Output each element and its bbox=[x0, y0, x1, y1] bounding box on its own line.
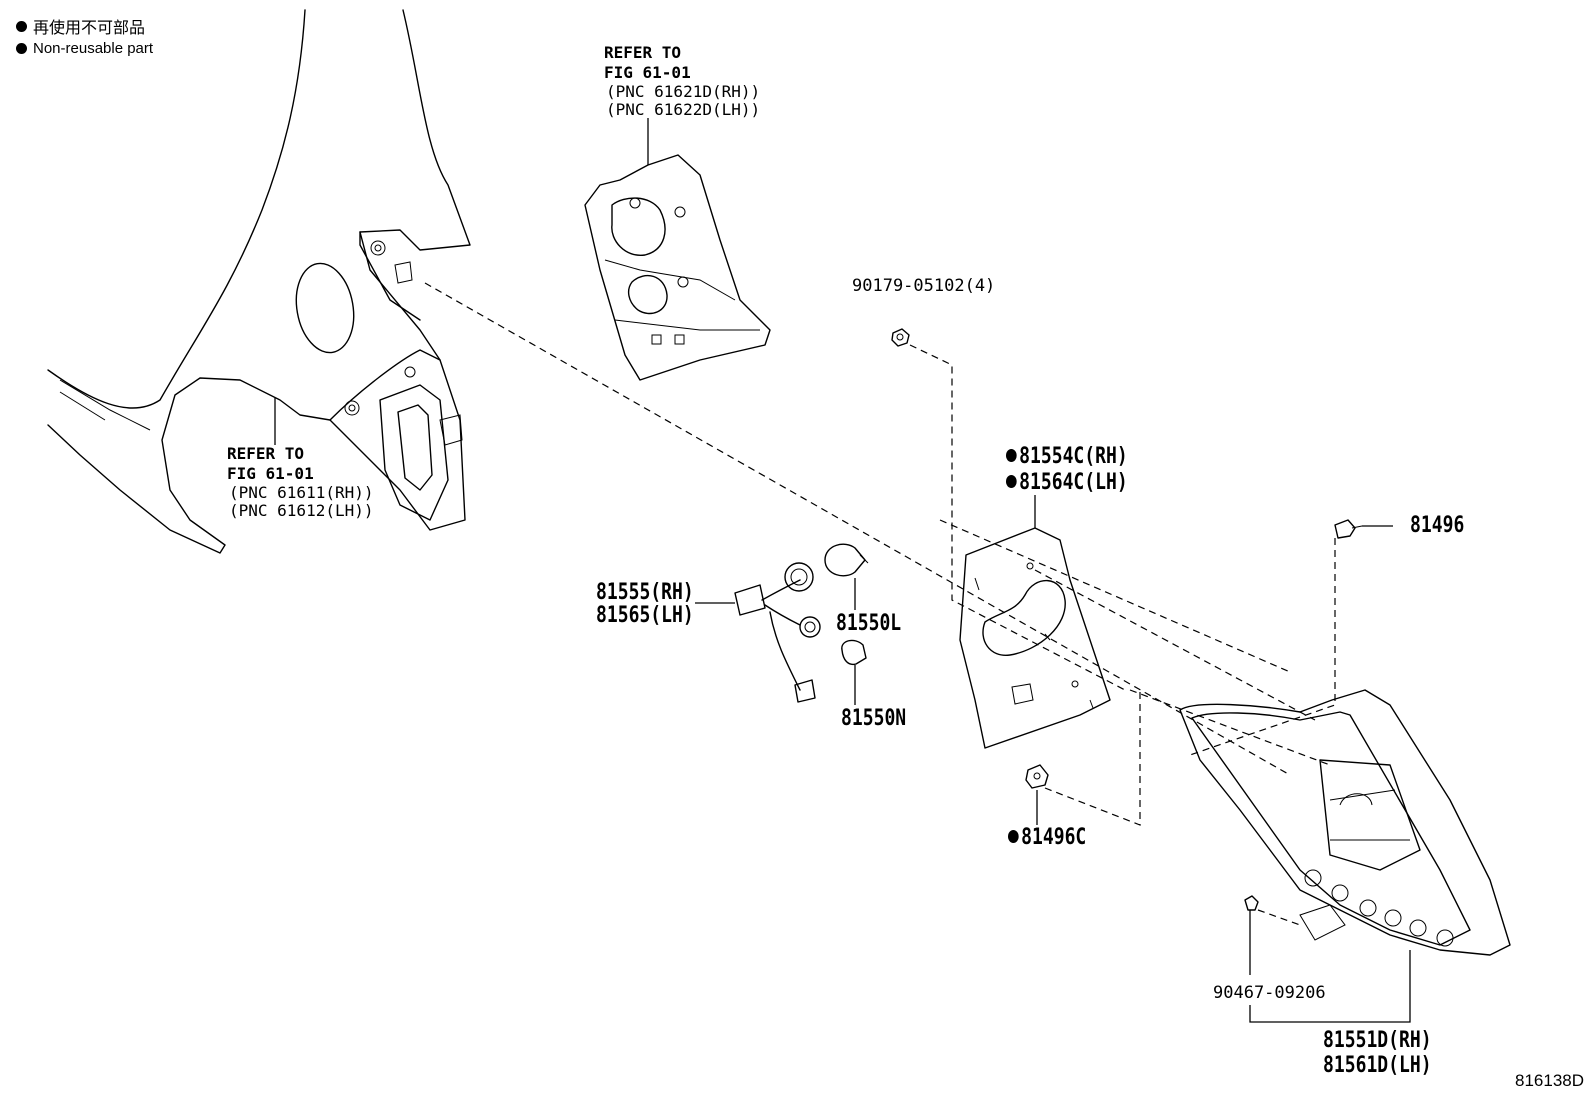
inner-panel-drawing bbox=[584, 154, 771, 381]
gasket-drawing bbox=[959, 527, 1111, 749]
non-reusable-icon bbox=[1006, 475, 1017, 488]
ref-lower-line4: (PNC 61612(LH)) bbox=[229, 501, 374, 520]
label-81554C: 81554C(RH) bbox=[1006, 446, 1128, 468]
ref-lower-line3: (PNC 61611(RH)) bbox=[229, 483, 374, 502]
label-81554C-text: 81554C(RH) bbox=[1019, 444, 1128, 469]
ref-upper-line4: (PNC 61622D(LH)) bbox=[606, 100, 761, 119]
label-81496: 81496 bbox=[1410, 513, 1465, 538]
ref-lower-line2: FIG 61-01 bbox=[227, 464, 314, 483]
label-81496C: 81496C bbox=[1008, 827, 1086, 849]
legend-japanese-text: 再使用不可部品 bbox=[33, 20, 146, 37]
label-81564C: 81564C(LH) bbox=[1006, 472, 1128, 494]
legend-english-text: Non-reusable part bbox=[33, 40, 154, 57]
label-81550N: 81550N bbox=[841, 706, 907, 731]
non-reusable-icon bbox=[1008, 830, 1019, 843]
leader-lines bbox=[274, 118, 1411, 1023]
bulb-81550L-drawing bbox=[824, 543, 869, 577]
non-reusable-icon bbox=[1006, 449, 1017, 462]
screw-90467-drawing bbox=[1244, 895, 1259, 911]
label-81555: 81555(RH) bbox=[596, 580, 694, 605]
ref-upper-line2: FIG 61-01 bbox=[604, 63, 691, 82]
ref-upper-line3: (PNC 61621D(RH)) bbox=[606, 82, 761, 101]
clip-81496C-drawing bbox=[1025, 764, 1049, 789]
assembly-dash-lines bbox=[424, 282, 1336, 926]
bulb-81550N-drawing bbox=[841, 639, 867, 666]
label-81564C-text: 81564C(LH) bbox=[1019, 470, 1128, 495]
socket-wire-drawing bbox=[734, 562, 821, 703]
clip-81496-drawing bbox=[1334, 519, 1363, 539]
figure-id: 816138D bbox=[1515, 1071, 1585, 1090]
ref-upper-line1: REFER TO bbox=[604, 43, 682, 62]
label-81496C-text: 81496C bbox=[1021, 825, 1087, 850]
label-81551D: 81551D(RH) bbox=[1323, 1028, 1432, 1053]
legend-japanese: 再使用不可部品 bbox=[16, 14, 145, 38]
bullet-icon bbox=[16, 20, 27, 32]
quarter-panel-drawing bbox=[47, 9, 471, 554]
tail-lamp-drawing bbox=[1179, 689, 1511, 956]
bullet-icon bbox=[16, 43, 27, 54]
label-90179: 90179-05102(4) bbox=[852, 276, 996, 296]
screw-90179-drawing bbox=[891, 328, 910, 347]
label-81550L: 81550L bbox=[836, 611, 902, 636]
label-81561D: 81561D(LH) bbox=[1323, 1053, 1432, 1078]
label-90467: 90467-09206 bbox=[1213, 983, 1326, 1003]
legend-english: Non-reusable part bbox=[16, 40, 153, 57]
label-81565: 81565(LH) bbox=[596, 603, 694, 628]
ref-lower-line1: REFER TO bbox=[227, 444, 305, 463]
